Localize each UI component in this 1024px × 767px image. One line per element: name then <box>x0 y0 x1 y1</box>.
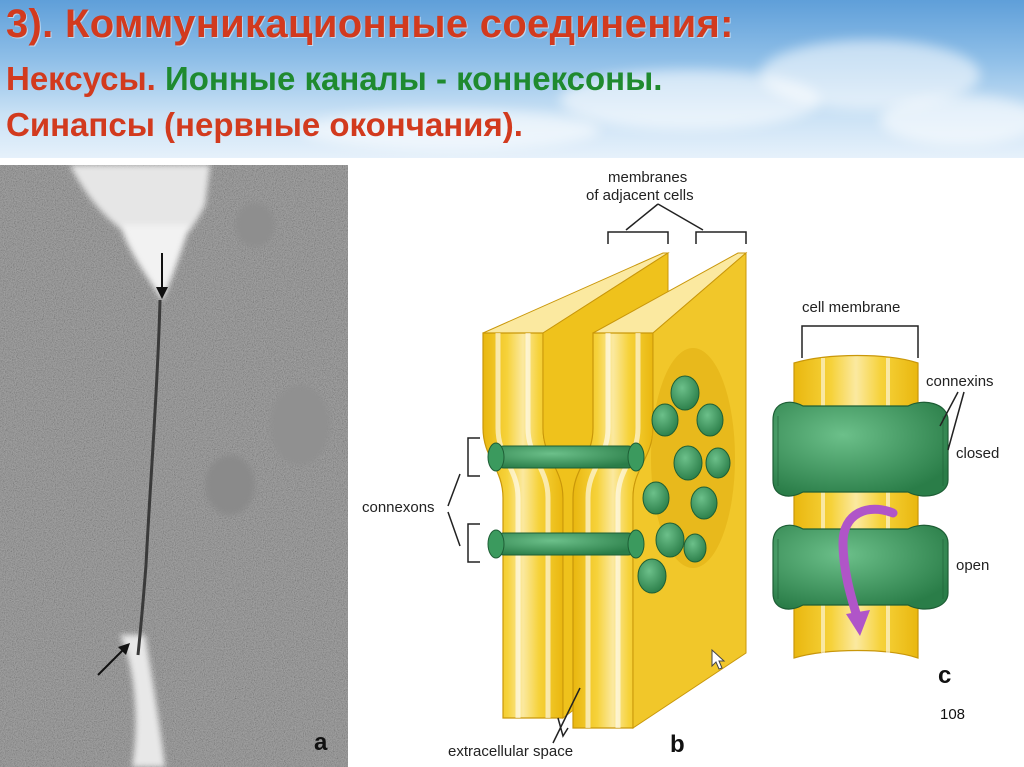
connexins-label: connexins <box>926 373 994 390</box>
connexon-bracket-lower <box>467 523 480 563</box>
extracellular-pointer <box>557 717 569 738</box>
ion-channels-label: Ионные каналы - коннексоны. <box>165 60 663 97</box>
connexon-channel-lower <box>487 529 645 559</box>
cell-membrane-label: cell membrane <box>802 299 900 316</box>
junction-line <box>136 299 162 656</box>
connexon-bracket-upper <box>467 437 480 477</box>
slide-header: 3). Коммуникационные соединения: Нексусы… <box>0 0 1024 158</box>
panel-b-label: b <box>670 731 685 758</box>
connexin-channel-open <box>772 524 949 610</box>
mouse-cursor-icon <box>711 648 726 670</box>
closed-label: closed <box>956 445 999 462</box>
gating-arrow-icon <box>838 504 898 636</box>
micrograph-structures <box>70 165 330 767</box>
membranes-label-1: membranes <box>608 169 687 186</box>
connexins-pointer <box>939 391 965 451</box>
panel-a-label: a <box>314 729 328 756</box>
connexons-label: connexons <box>362 499 435 516</box>
cell-membrane-bracket <box>801 325 919 358</box>
nexus-label: Нексусы. <box>6 60 156 97</box>
connexon-dots <box>637 375 731 594</box>
subtitle-nexus: Нексусы. Ионные каналы - коннексоны. <box>6 60 662 98</box>
panel-c-label: c <box>938 662 951 689</box>
subtitle-synapses: Синапсы (нервные окончания). <box>6 106 523 143</box>
connexin-channel-closed <box>772 401 949 497</box>
extracellular-space-label: extracellular space <box>448 743 573 760</box>
page-number: 108 <box>940 706 966 723</box>
electron-micrograph: a <box>0 165 348 767</box>
right-membrane <box>572 251 748 729</box>
membranes-label-2: of adjacent cells <box>586 187 694 204</box>
membrane-bracket-right <box>695 231 747 244</box>
connexons-pointer <box>447 473 461 547</box>
membrane-bracket-left <box>607 231 669 244</box>
slide-title: 3). Коммуникационные соединения: <box>6 2 734 46</box>
connexon-channel-upper <box>487 442 645 472</box>
membranes-pointer <box>625 203 704 231</box>
open-label: open <box>956 557 989 574</box>
gap-junction-diagram: membranes of adjacent cells <box>362 169 999 760</box>
